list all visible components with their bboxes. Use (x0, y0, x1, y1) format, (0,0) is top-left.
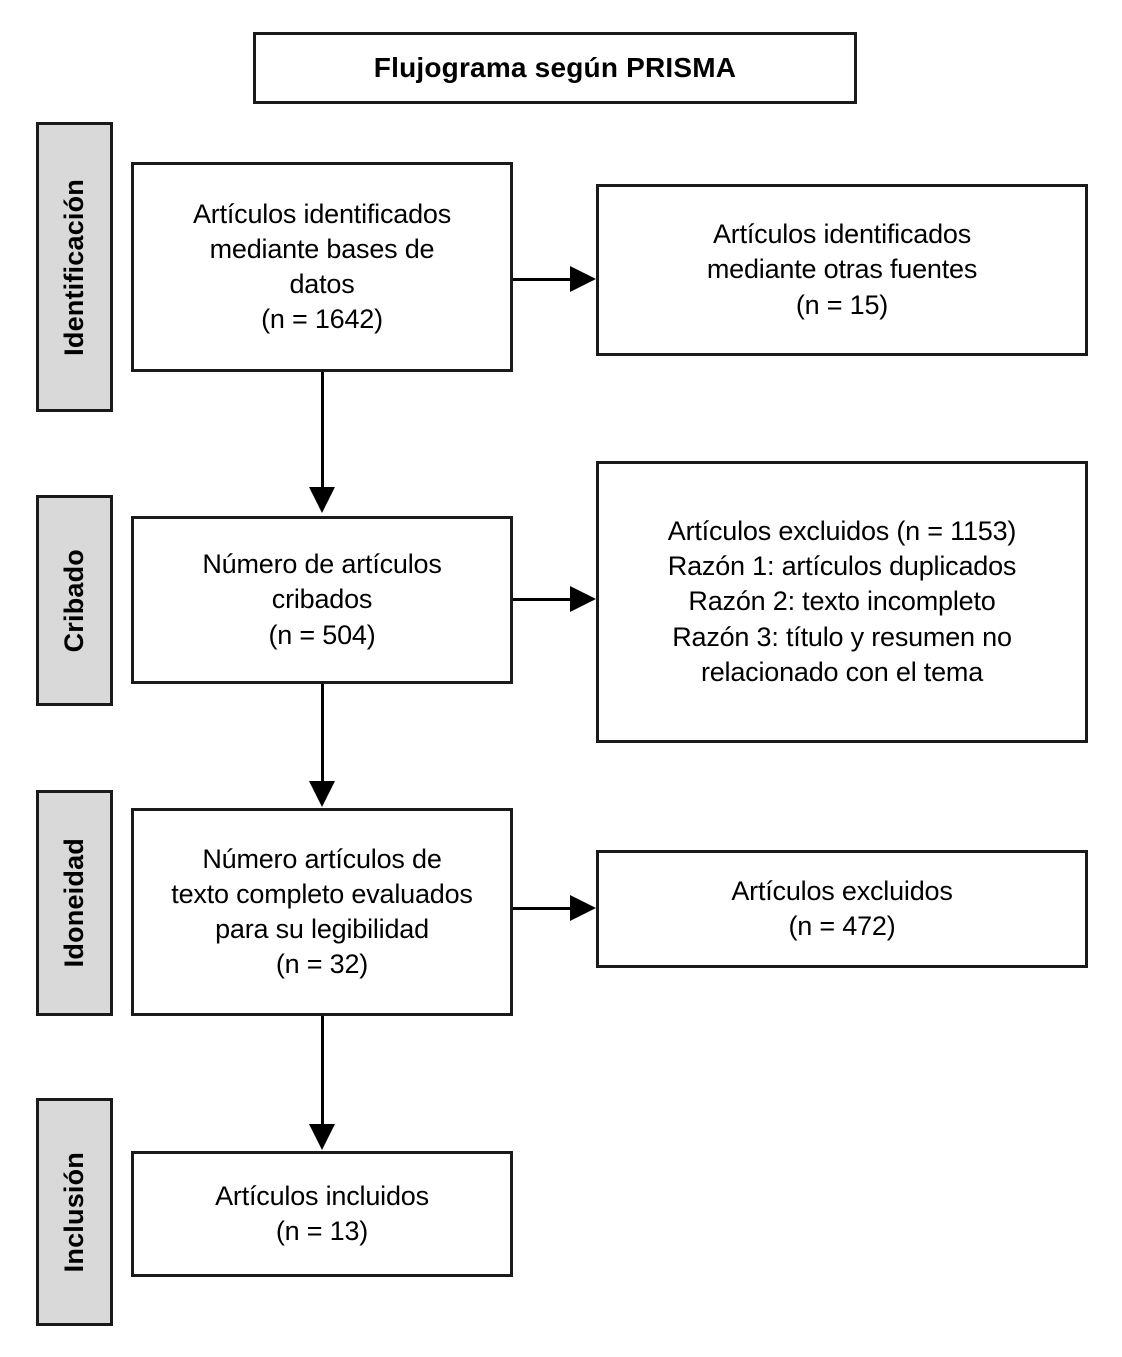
text-line: datos (289, 269, 355, 299)
diagram-title: Flujograma según PRISMA (373, 51, 737, 83)
stage-label-cribado-text: Cribado (59, 548, 89, 653)
connector-screened-to-excluded-arrowhead (570, 586, 596, 612)
connector-fulltext-to-included-arrowhead (309, 1124, 335, 1150)
connector-fulltext-to-excluded-line (513, 907, 573, 910)
text-line: Número de artículos (202, 549, 442, 580)
text-line: Razón 1: artículos duplicados (667, 551, 1017, 582)
connector-fulltext-to-included-line (321, 1016, 324, 1126)
box-full-text-assessed-text: Número artículos de texto completo evalu… (161, 842, 482, 982)
text-line: (n = 32) (275, 949, 369, 980)
text-line: Artículos identificados (192, 198, 452, 229)
connector-identified-to-screened-line (321, 372, 324, 489)
stage-label-idoneidad: Idoneidad (36, 790, 113, 1016)
box-identified-other-sources-text: Artículos identificados mediante otras f… (697, 217, 987, 322)
stage-label-identificacion: Identificación (36, 122, 113, 412)
diagram-title-box: Flujograma según PRISMA (253, 32, 857, 104)
text-line: relacionado con el tema (700, 656, 984, 687)
text-line: Artículos identificados (712, 219, 972, 250)
text-line: Razón 3: título y resumen no (672, 621, 1012, 652)
box-excluded-screening: Artículos excluidos (n = 1153) Razón 1: … (596, 461, 1088, 743)
box-excluded-eligibility-text: Artículos excluidos (n = 472) (721, 874, 962, 944)
box-identified-other-sources: Artículos identificados mediante otras f… (596, 184, 1088, 356)
stage-label-identificacion-text: Identificación (59, 178, 89, 356)
box-included-text: Artículos incluidos (n = 13) (205, 1179, 439, 1249)
box-identified-databases: Artículos identificados mediante bases d… (131, 162, 513, 372)
connector-screened-to-excluded-line (513, 598, 573, 601)
connector-fulltext-to-excluded-arrowhead (570, 895, 596, 921)
stage-label-inclusion-text: Inclusión (59, 1151, 89, 1273)
box-screened-text: Número de artículos cribados (n = 504) (192, 547, 451, 652)
text-line: para su legibilidad (215, 914, 429, 944)
text-line: Artículos incluidos (215, 1180, 429, 1211)
text-line: cribados (271, 584, 373, 615)
connector-identified-to-other-sources-line (513, 278, 573, 281)
text-line: (n = 504) (268, 619, 376, 650)
box-screened: Número de artículos cribados (n = 504) (131, 516, 513, 684)
text-line: (n = 472) (788, 911, 896, 941)
text-line: texto completo evaluados (171, 878, 473, 909)
connector-identified-to-other-sources-arrowhead (570, 266, 596, 292)
text-line: Artículos excluidos (731, 875, 953, 906)
text-line: mediante otras fuentes (706, 254, 978, 285)
text-line: Razón 2: texto incompleto (688, 586, 996, 617)
stage-label-cribado: Cribado (36, 495, 113, 706)
connector-identified-to-screened-arrowhead (309, 487, 335, 513)
text-line: Número artículos de (202, 843, 442, 874)
text-line: (n = 1642) (261, 304, 383, 335)
box-excluded-eligibility: Artículos excluidos (n = 472) (596, 850, 1088, 968)
box-identified-databases-text: Artículos identificados mediante bases d… (183, 197, 461, 337)
connector-screened-to-fulltext-line (321, 684, 324, 783)
stage-label-inclusion: Inclusión (36, 1098, 113, 1326)
text-line: (n = 15) (795, 289, 889, 320)
text-line: mediante bases de (209, 233, 435, 264)
text-line: (n = 13) (275, 1216, 369, 1246)
connector-screened-to-fulltext-arrowhead (309, 781, 335, 807)
box-included: Artículos incluidos (n = 13) (131, 1151, 513, 1277)
text-line: Artículos excluidos (n = 1153) (667, 516, 1017, 547)
box-full-text-assessed: Número artículos de texto completo evalu… (131, 808, 513, 1016)
stage-label-idoneidad-text: Idoneidad (59, 838, 89, 968)
box-excluded-screening-text: Artículos excluidos (n = 1153) Razón 1: … (658, 514, 1026, 689)
